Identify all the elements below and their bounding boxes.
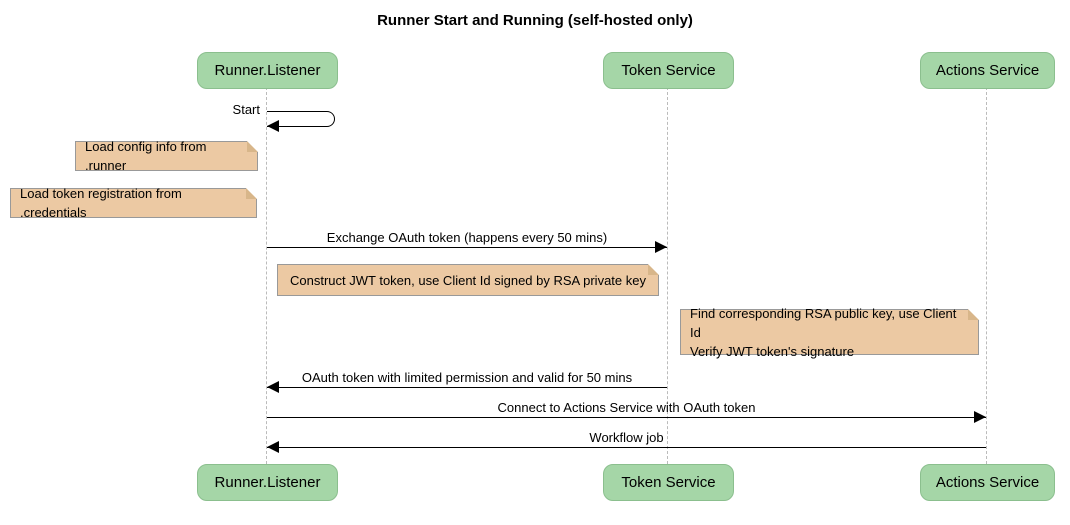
lifeline-token-service (667, 87, 668, 464)
arrowhead-left-icon (267, 120, 279, 132)
note-line: Find corresponding RSA public key, use C… (690, 305, 957, 340)
arrowhead-left-icon (267, 441, 279, 453)
message-exchange-oauth-label: Exchange OAuth token (happens every 50 m… (326, 230, 608, 245)
message-workflow-job-label: Workflow job (589, 430, 664, 445)
message-workflow-job-line (267, 447, 986, 448)
note-line: Load token registration from .credential… (20, 186, 182, 220)
participant-token-service-bottom: Token Service (603, 464, 734, 501)
message-connect-actions-label: Connect to Actions Service with OAuth to… (497, 400, 756, 415)
note-line: Construct JWT token, use Client Id signe… (290, 272, 646, 288)
note-load-token-registration: Load token registration from .credential… (10, 186, 257, 220)
participant-runner-listener-top: Runner.Listener (197, 52, 338, 89)
note-load-config: Load config info from .runner (75, 139, 258, 173)
message-exchange-oauth-line (267, 247, 667, 248)
participant-actions-service-top: Actions Service (920, 52, 1055, 89)
message-oauth-return-label: OAuth token with limited permission and … (301, 370, 633, 385)
participant-actions-service-bottom: Actions Service (920, 464, 1055, 501)
message-start-label: Start (232, 102, 260, 117)
note-line: Verify JWT token's signature (690, 343, 855, 359)
note-line: Load config info from .runner (85, 139, 207, 173)
message-start-self-arrow (267, 111, 335, 127)
arrowhead-right-icon (655, 241, 667, 253)
arrowhead-left-icon (267, 381, 279, 393)
message-oauth-return-line (267, 387, 667, 388)
note-construct-jwt: Construct JWT token, use Client Id signe… (277, 264, 659, 296)
participant-token-service-top: Token Service (603, 52, 734, 89)
note-verify-jwt: Find corresponding RSA public key, use C… (680, 306, 979, 359)
participant-runner-listener-bottom: Runner.Listener (197, 464, 338, 501)
lifeline-runner-listener (266, 87, 267, 464)
arrowhead-right-icon (974, 411, 986, 423)
lifeline-actions-service (986, 87, 987, 464)
message-connect-actions-line (267, 417, 986, 418)
diagram-title: Runner Start and Running (self-hosted on… (377, 12, 693, 29)
